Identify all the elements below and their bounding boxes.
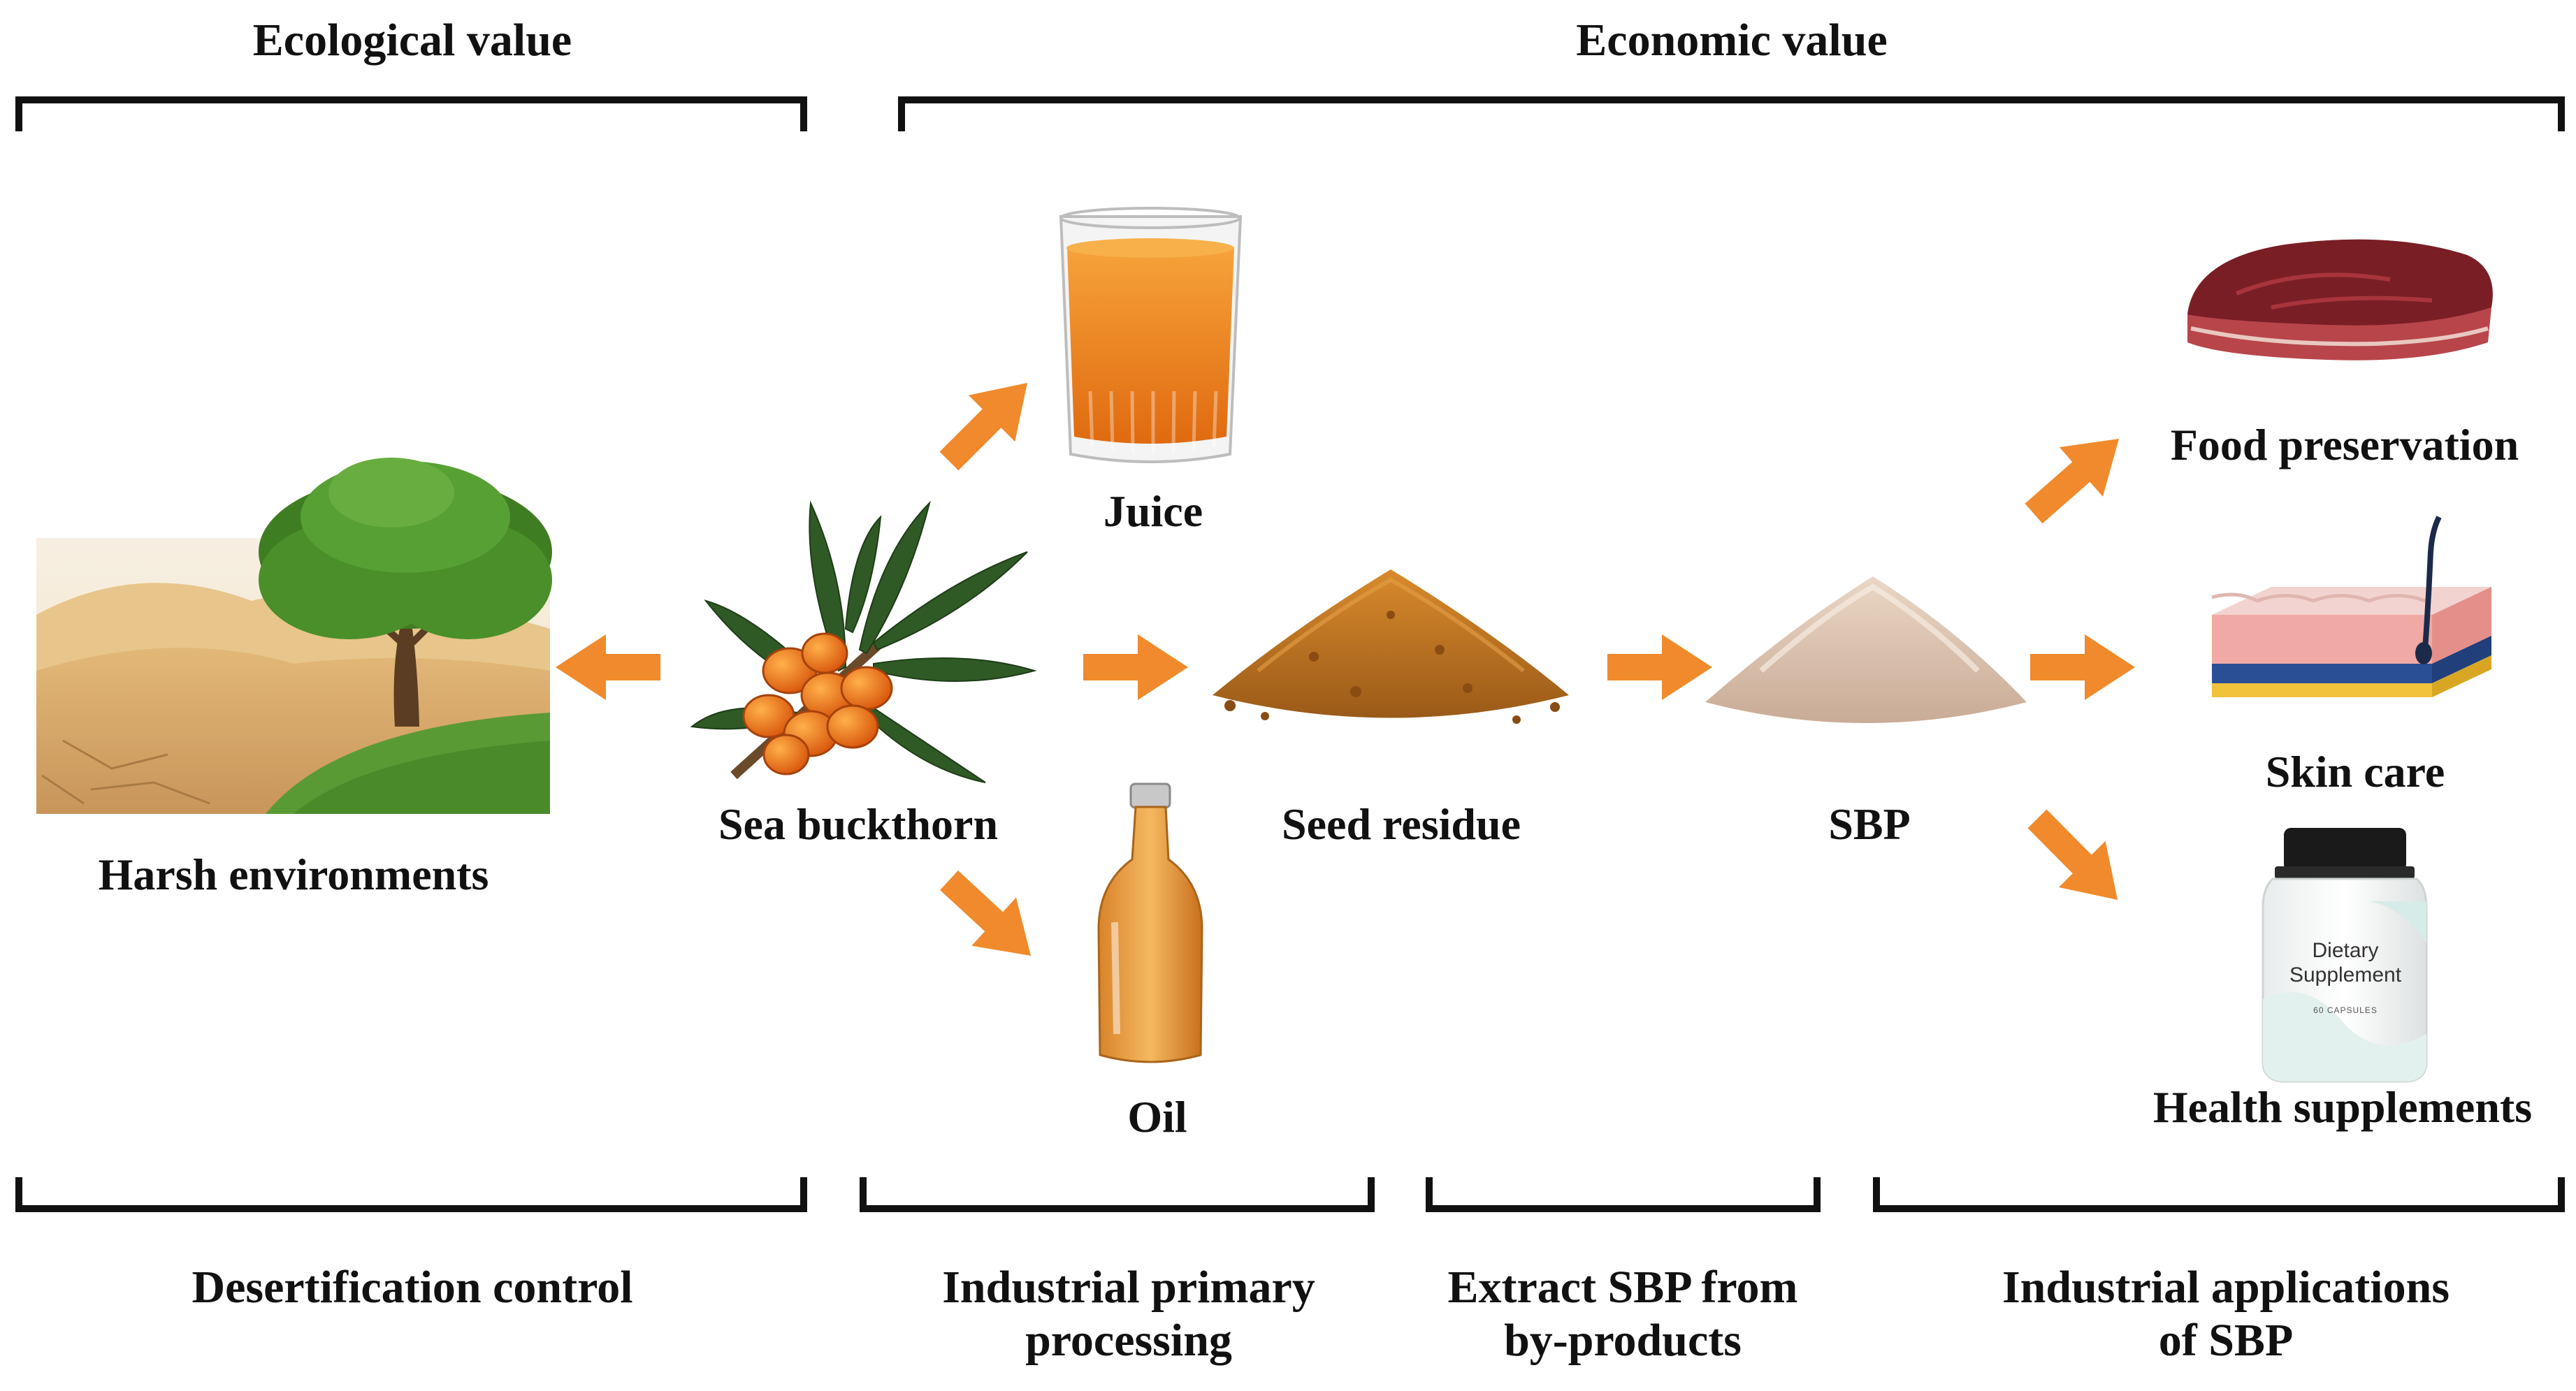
supplement-label-line2: Supplement: [2289, 963, 2402, 986]
caption-industrial-applications: Industrial applications of SBP: [2002, 1261, 2450, 1367]
caption-line: of SBP: [2158, 1314, 2294, 1366]
arrow-to-skin-care: [2030, 634, 2135, 700]
caption-line: Industrial applications: [2002, 1262, 2450, 1313]
caption-line: Industrial primary: [942, 1262, 1315, 1313]
tree-desert-image: [36, 458, 552, 814]
label-sbp: SBP: [1828, 799, 1911, 849]
bracket-desertification: [15, 1177, 807, 1212]
arrow-to-sbp: [1607, 634, 1712, 700]
header-ecological-value: Ecological value: [252, 15, 572, 66]
label-food-preservation: Food preservation: [2170, 420, 2519, 469]
label-skin-care: Skin care: [2265, 747, 2445, 796]
sbp-powder-pile-icon: [1705, 576, 2027, 723]
label-juice: Juice: [1103, 486, 1203, 536]
caption-line: processing: [1025, 1314, 1232, 1366]
arrow-to-harsh-environments: [556, 634, 660, 700]
label-sea-buckthorn: Sea buckthorn: [718, 799, 999, 849]
flow-arrows: [556, 383, 2135, 956]
header-economic-value: Economic value: [1576, 15, 1888, 66]
arrow-to-juice: [939, 383, 1027, 471]
skin-layers-icon: [2211, 516, 2491, 697]
arrow-to-food-preservation: [2025, 439, 2119, 524]
juice-glass-icon: [1059, 207, 1243, 463]
seed-residue-pile-icon: [1213, 569, 1569, 724]
meat-steak-icon: [2187, 239, 2493, 361]
label-seed-residue: Seed residue: [1282, 799, 1521, 849]
caption-industrial-primary-processing: Industrial primary processing: [942, 1261, 1315, 1367]
oil-bottle-icon: [1097, 782, 1203, 1063]
bracket-primary-processing: [860, 1177, 1375, 1212]
bracket-applications: [1873, 1177, 2565, 1212]
label-harsh-environments: Harsh environments: [98, 850, 489, 899]
bracket-ecological-top: [15, 96, 807, 131]
arrow-to-seed-residue: [1083, 634, 1188, 700]
caption-line: by-products: [1504, 1314, 1742, 1366]
arrow-to-health-supplements: [2027, 809, 2118, 900]
bracket-economic-top: [898, 96, 2565, 131]
supplement-label-line3: 60 CAPSULES: [2313, 1005, 2378, 1015]
supplement-label-line1: Dietary: [2312, 939, 2378, 962]
label-oil: Oil: [1127, 1092, 1187, 1142]
caption-line: Extract SBP from: [1447, 1262, 1798, 1313]
bracket-extract: [1426, 1177, 1821, 1212]
caption-desertification-control: Desertification control: [191, 1262, 633, 1313]
label-health-supplements: Health supplements: [2152, 1082, 2533, 1132]
arrow-to-oil: [940, 871, 1031, 956]
supplement-bottle-icon: Dietary Supplement 60 CAPSULES: [2262, 828, 2428, 1083]
sea-buckthorn-branch-icon: [690, 500, 1037, 783]
caption-extract-sbp: Extract SBP from by-products: [1447, 1261, 1797, 1367]
